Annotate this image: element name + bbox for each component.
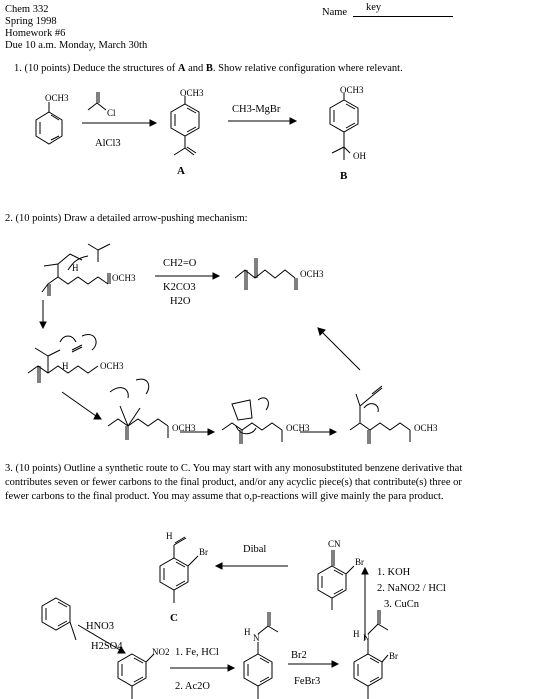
bromination-reagent-2: FeBr3 [294,676,321,687]
catalyst-label: AlCl3 [95,138,121,149]
q2-ester-2: OCH3 [100,361,124,371]
q2-intermediate-3 [221,422,283,431]
nitration-reagent-1: HNO3 [86,621,114,632]
step-cucn: 3. CuCn [384,599,420,610]
q2-arrow-up [321,331,361,371]
acetanilide-h: H [244,627,251,637]
q1-prompt: 1. (10 points) Deduce the structures of … [14,63,403,74]
assignment-title: Homework #6 [5,28,66,39]
nitrile-br: Br [355,557,364,567]
formaldehyde-reagent: CH2=O [163,258,197,269]
label-a: A [177,165,185,177]
q2-hydrogen-2: H [62,361,69,371]
q3-prompt-line2: contributes seven or fewer carbons to th… [5,477,462,488]
nitration-reagent-2: H2SO4 [91,641,123,652]
grignard-reagent: CH3-MgBr [232,104,281,115]
q2-ester-3: OCH3 [172,423,196,433]
bromoacetanilide-n: N [363,633,370,643]
name-value: key [366,2,382,13]
q2-ester-4: OCH3 [286,423,310,433]
q2-intermediate-4 [349,422,411,431]
aldehyde-h: H [166,531,173,541]
q2-product-ester: OCH3 [300,269,324,279]
compound-c-br: Br [199,547,208,557]
q2-ester-5: OCH3 [414,423,438,433]
q2-ester-1: OCH3 [112,273,136,283]
step-nano2: 2. NaNO2 / HCl [377,583,446,594]
q2-hydrogen-1: H [72,263,79,273]
q2-prompt: 2. (10 points) Draw a detailed arrow-pus… [5,213,248,224]
reduction-step-1: 1. Fe, HCl [175,647,219,658]
step-koh: 1. KOH [377,567,411,578]
label-c: C [170,612,178,624]
bromination-reagent-1: Br2 [291,650,307,661]
nitrile-cn: CN [328,539,341,549]
acetanilide-n: N [253,633,260,643]
due-date: Due 10 a.m. Monday, March 30th [5,40,148,51]
product-b-hydroxyl: OH [353,151,366,161]
name-label: Name [322,7,348,18]
anisole-substituent: OCH3 [45,93,69,103]
q3-prompt-line3: fewer carbons to the final product. You … [5,491,444,502]
q2-arrow-diag [61,391,97,417]
q2-reactant [47,276,109,285]
course-title: Chem 332 [5,4,49,15]
reduction-step-2: 2. Ac2O [175,681,210,692]
label-b: B [340,170,348,182]
product-a-substituent: OCH3 [180,88,204,98]
name-line [353,16,453,17]
nitro-group: NO2 [152,647,170,657]
q3-prompt-line1: 3. (10 points) Outline a synthetic route… [5,463,463,474]
base-reagent: K2CO3 [163,282,196,293]
bromoacetanilide-h: H [353,629,360,639]
acetyl-chloride [87,102,107,111]
product-b-substituent: OCH3 [340,85,364,95]
acyl-chloride-label: Cl [107,108,116,118]
water-reagent: H2O [170,296,191,307]
term: Spring 1998 [5,16,57,27]
bromoacetanilide-br: Br [389,651,398,661]
anisole-ring [35,111,63,145]
nitration-arrow [77,624,121,651]
q2-product [234,269,296,279]
q2-intermediate-2 [107,418,169,427]
toluene-ring [41,597,71,631]
dibal-reagent: Dibal [243,544,267,555]
